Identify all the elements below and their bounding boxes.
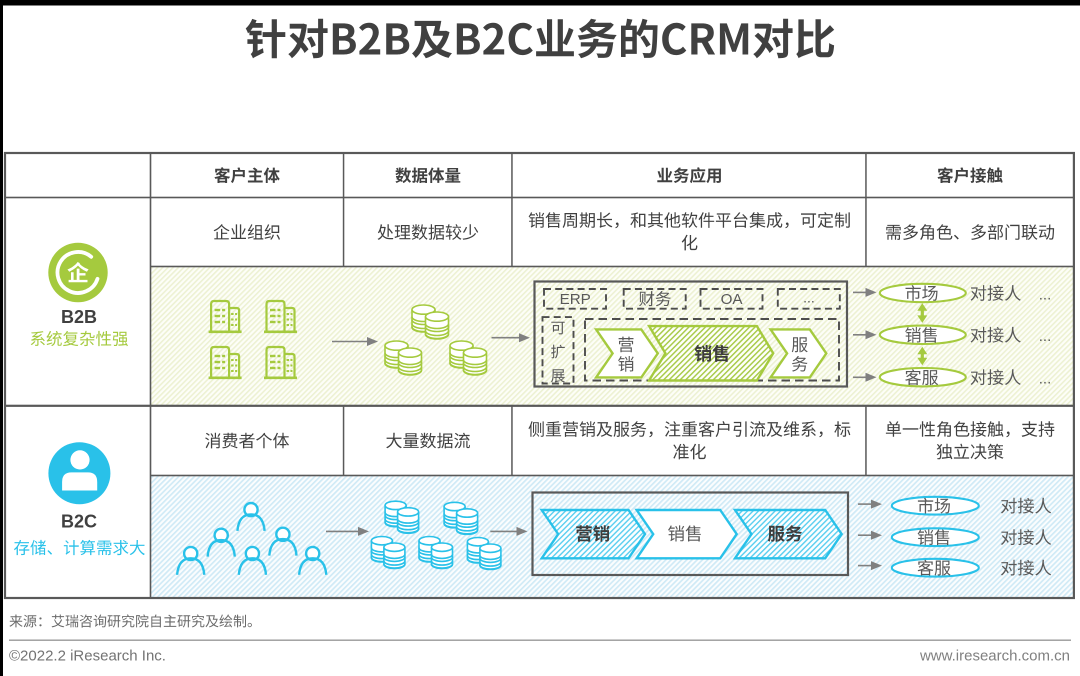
svg-text:...: ... (1039, 286, 1052, 303)
svg-text:www.iresearch.com.cn: www.iresearch.com.cn (919, 647, 1070, 664)
svg-text:...: ... (1039, 328, 1052, 345)
svg-text:...: ... (1039, 371, 1052, 388)
svg-text:©2022.2 iResearch Inc.: ©2022.2 iResearch Inc. (9, 647, 166, 664)
svg-text:...: ... (803, 290, 815, 306)
svg-text:B2B: B2B (61, 307, 97, 327)
svg-text:OA: OA (721, 291, 744, 308)
svg-text:B2C: B2C (61, 511, 97, 531)
svg-text:ERP: ERP (560, 291, 591, 308)
